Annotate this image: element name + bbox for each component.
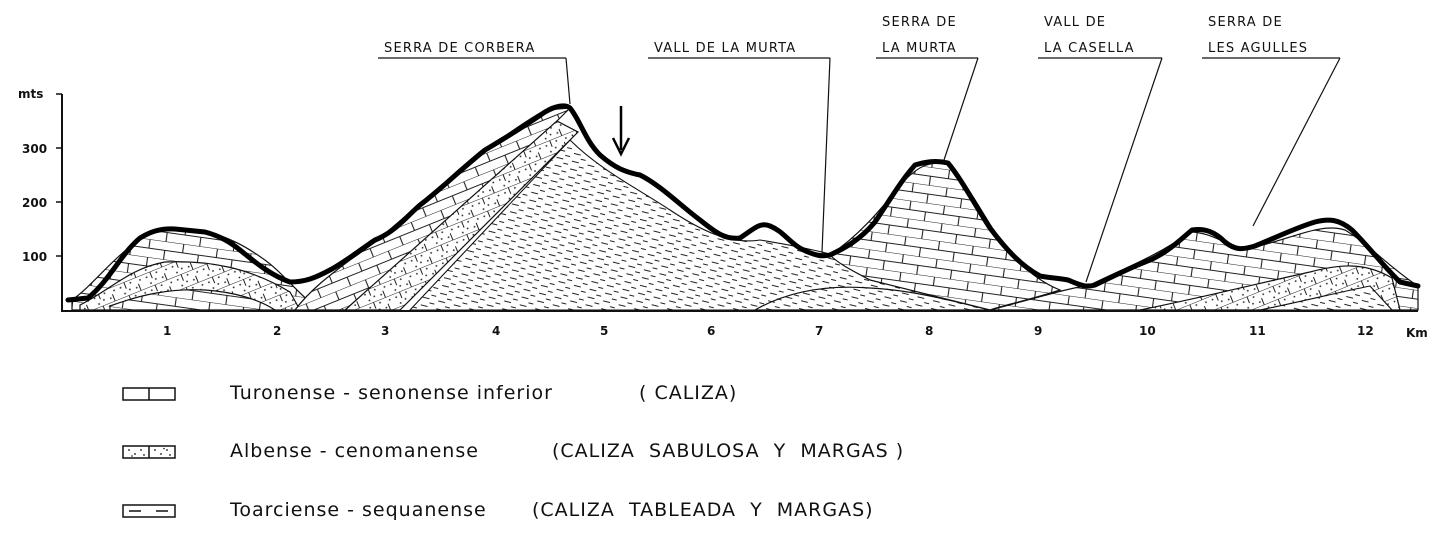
x-tick-12: 12 <box>1357 324 1374 338</box>
legend-name: Turonense - senonense inferior <box>230 382 553 404</box>
place-label-text: SERRA DE CORBERA <box>384 41 535 56</box>
legend-item-albense: Albense - cenomanense (CALIZA SABULOSA Y… <box>122 440 1022 470</box>
place-label-text: SERRA DE <box>882 15 957 30</box>
x-tick-6: 6 <box>707 324 715 338</box>
legend-item-turonense: Turonense - senonense inferior ( CALIZA) <box>122 382 1022 412</box>
place-label-text: LA MURTA <box>882 41 957 56</box>
x-tick-7: 7 <box>815 324 823 338</box>
place-label-serra-de-les-agulles: SERRA DE LES AGULLES <box>1202 15 1341 227</box>
x-tick-9: 9 <box>1034 324 1042 338</box>
x-axis: 1 2 3 4 5 6 7 8 9 10 11 12 Km <box>62 310 1428 340</box>
down-arrow-icon <box>611 106 631 157</box>
x-tick-8: 8 <box>925 324 933 338</box>
x-tick-1: 1 <box>163 324 171 338</box>
place-label-text: LES AGULLES <box>1208 41 1308 56</box>
x-tick-11: 11 <box>1249 324 1266 338</box>
dashed-limestone-icon <box>122 504 176 518</box>
x-tick-3: 3 <box>381 324 389 338</box>
place-label-vall-de-la-murta: VALL DE LA MURTA <box>648 41 831 253</box>
legend-name: Albense - cenomanense <box>230 440 479 462</box>
legend-lithology: (CALIZA SABULOSA Y MARGAS ) <box>552 440 905 462</box>
y-tick-100: 100 <box>22 250 47 264</box>
x-tick-2: 2 <box>273 324 281 338</box>
terrain-profile-line <box>65 103 1421 303</box>
dotted-limestone-icon <box>122 445 176 459</box>
x-tick-5: 5 <box>600 324 608 338</box>
place-label-text: VALL DE LA MURTA <box>654 41 796 56</box>
x-tick-10: 10 <box>1139 324 1156 338</box>
strata <box>71 107 1419 311</box>
plain-limestone-icon <box>122 387 176 401</box>
place-label-text: LA CASELLA <box>1044 41 1135 56</box>
legend-name: Toarciense - sequanense <box>230 499 487 521</box>
legend-item-toarciense: Toarciense - sequanense (CALIZA TABLEADA… <box>122 499 1022 529</box>
y-tick-300: 300 <box>22 142 47 156</box>
legend-lithology: ( CALIZA) <box>639 382 738 404</box>
y-axis-unit: mts <box>18 87 43 101</box>
stratum-left-core <box>109 289 277 311</box>
x-tick-4: 4 <box>492 324 500 338</box>
x-axis-unit: Km <box>1406 326 1428 340</box>
y-tick-200: 200 <box>22 196 47 210</box>
legend-lithology: (CALIZA TABLEADA Y MARGAS) <box>532 499 874 521</box>
place-label-vall-de-la-casella: VALL DE LA CASELLA <box>1038 15 1163 283</box>
place-label-serra-de-la-murta: SERRA DE LA MURTA <box>876 15 979 161</box>
place-label-text: VALL DE <box>1044 15 1106 30</box>
place-label-serra-de-corbera: SERRA DE CORBERA <box>378 41 571 105</box>
y-axis: mts 300 200 100 <box>18 87 63 312</box>
place-label-text: SERRA DE <box>1208 15 1283 30</box>
stratum-agulles-marl <box>1259 285 1394 311</box>
